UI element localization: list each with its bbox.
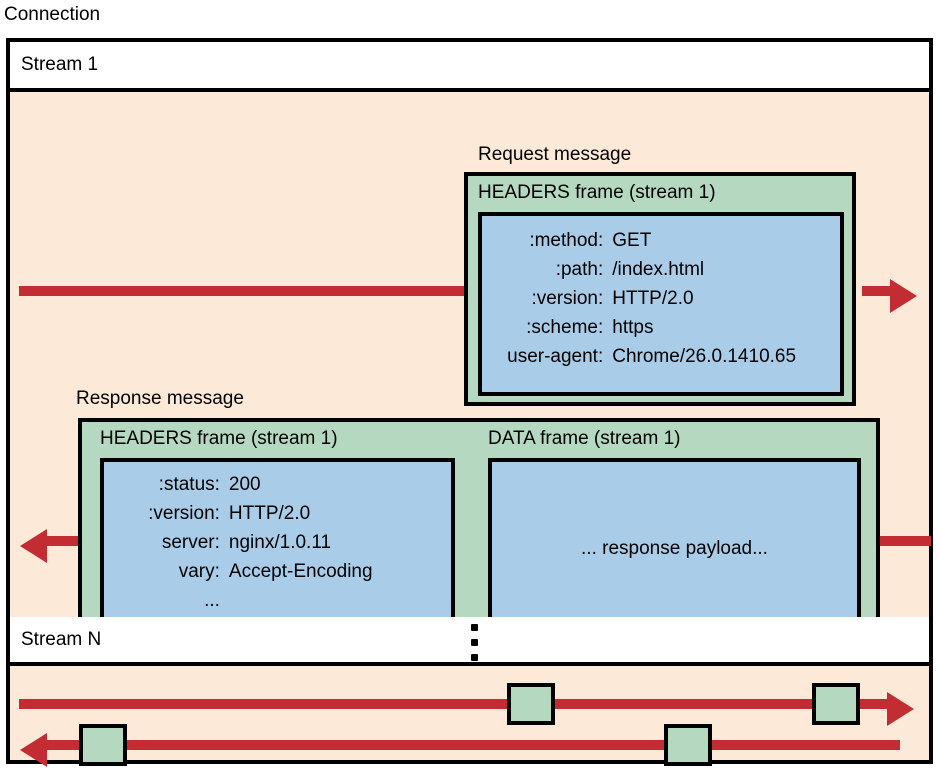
response-arrowhead-icon (20, 529, 47, 563)
stream-n-header: Stream N (10, 617, 929, 666)
response-arrow-line-left (47, 536, 79, 546)
stream-n-inbound-line (47, 740, 900, 750)
stream-n-frame-chip (664, 724, 712, 766)
stream-n-outbound-arrowhead-icon (887, 692, 914, 726)
stream-n-outbound-line (19, 699, 891, 709)
header-key: :scheme: (526, 317, 604, 338)
request-message-label: Request message (478, 144, 632, 165)
header-value: Chrome/26.0.1410.65 (612, 346, 797, 367)
response-headers-frame-title: HEADERS frame (stream 1) (100, 428, 338, 449)
table-row: user-agent: Chrome/26.0.1410.65 (482, 344, 840, 373)
header-value: GET (612, 230, 652, 251)
stream-n-body (10, 666, 929, 767)
table-row: :version: HTTP/2.0 (104, 501, 451, 530)
response-data-payload: ... response payload... (488, 458, 861, 643)
request-headers-table: :method: GET :path: /index.html :version… (482, 228, 840, 373)
header-key: server: (161, 532, 220, 553)
header-value (229, 588, 451, 617)
table-row: :status: 200 (104, 472, 451, 501)
stream-n-label: Stream N (21, 628, 102, 650)
stream-n-frame-chip (507, 683, 555, 725)
header-value: https (612, 317, 654, 338)
connection-caption: Connection (4, 4, 101, 25)
connection-box: Stream 1 Request message HEADERS frame (… (6, 38, 933, 767)
response-message-label: Response message (76, 388, 244, 409)
header-key: vary: (178, 561, 220, 582)
response-headers-payload: :status: 200 :version: HTTP/2.0 server: … (100, 458, 455, 643)
table-row: :path: /index.html (482, 257, 840, 286)
stream-n-inbound-arrowhead-icon (20, 733, 47, 767)
table-row: :scheme: https (482, 315, 840, 344)
request-headers-frame: HEADERS frame (stream 1) :method: GET :p… (464, 172, 856, 406)
table-row: server: nginx/1.0.11 (104, 530, 451, 559)
stream-1-label: Stream 1 (21, 54, 99, 75)
stream-n-frame-chip (812, 683, 860, 725)
header-value: 200 (228, 474, 261, 495)
header-value: nginx/1.0.11 (228, 532, 332, 553)
response-arrow-line-right (874, 536, 931, 546)
header-value: Accept-Encoding (228, 561, 373, 582)
header-key: ... (204, 590, 220, 611)
header-key: :version: (531, 288, 604, 309)
header-value: HTTP/2.0 (612, 288, 694, 309)
header-key: :path: (555, 259, 604, 280)
request-arrowhead-icon (890, 279, 917, 313)
table-row: vary: Accept-Encoding (104, 559, 451, 588)
request-arrow-line-right (862, 286, 894, 296)
vertical-ellipsis-icon (466, 620, 482, 664)
response-data-frame-title: DATA frame (stream 1) (488, 428, 681, 449)
request-headers-frame-title: HEADERS frame (stream 1) (478, 182, 716, 203)
response-payload-text: ... response payload... (581, 538, 768, 559)
header-key: :version: (148, 503, 220, 524)
response-headers-table: :status: 200 :version: HTTP/2.0 server: … (104, 472, 451, 617)
stream-1-body: Request message HEADERS frame (stream 1)… (10, 92, 931, 657)
header-key: user-agent: (507, 346, 604, 367)
table-row: :method: GET (482, 228, 840, 257)
stream-n-frame-chip (79, 724, 127, 766)
header-key: :status: (158, 474, 220, 495)
header-value: /index.html (612, 259, 705, 280)
stream-1-header: Stream 1 (10, 42, 929, 92)
header-key: :method: (529, 230, 604, 251)
request-arrow-line-left (19, 286, 466, 296)
table-row: ... (104, 588, 451, 617)
header-value: HTTP/2.0 (228, 503, 311, 524)
request-headers-payload: :method: GET :path: /index.html :version… (478, 212, 844, 396)
table-row: :version: HTTP/2.0 (482, 286, 840, 315)
